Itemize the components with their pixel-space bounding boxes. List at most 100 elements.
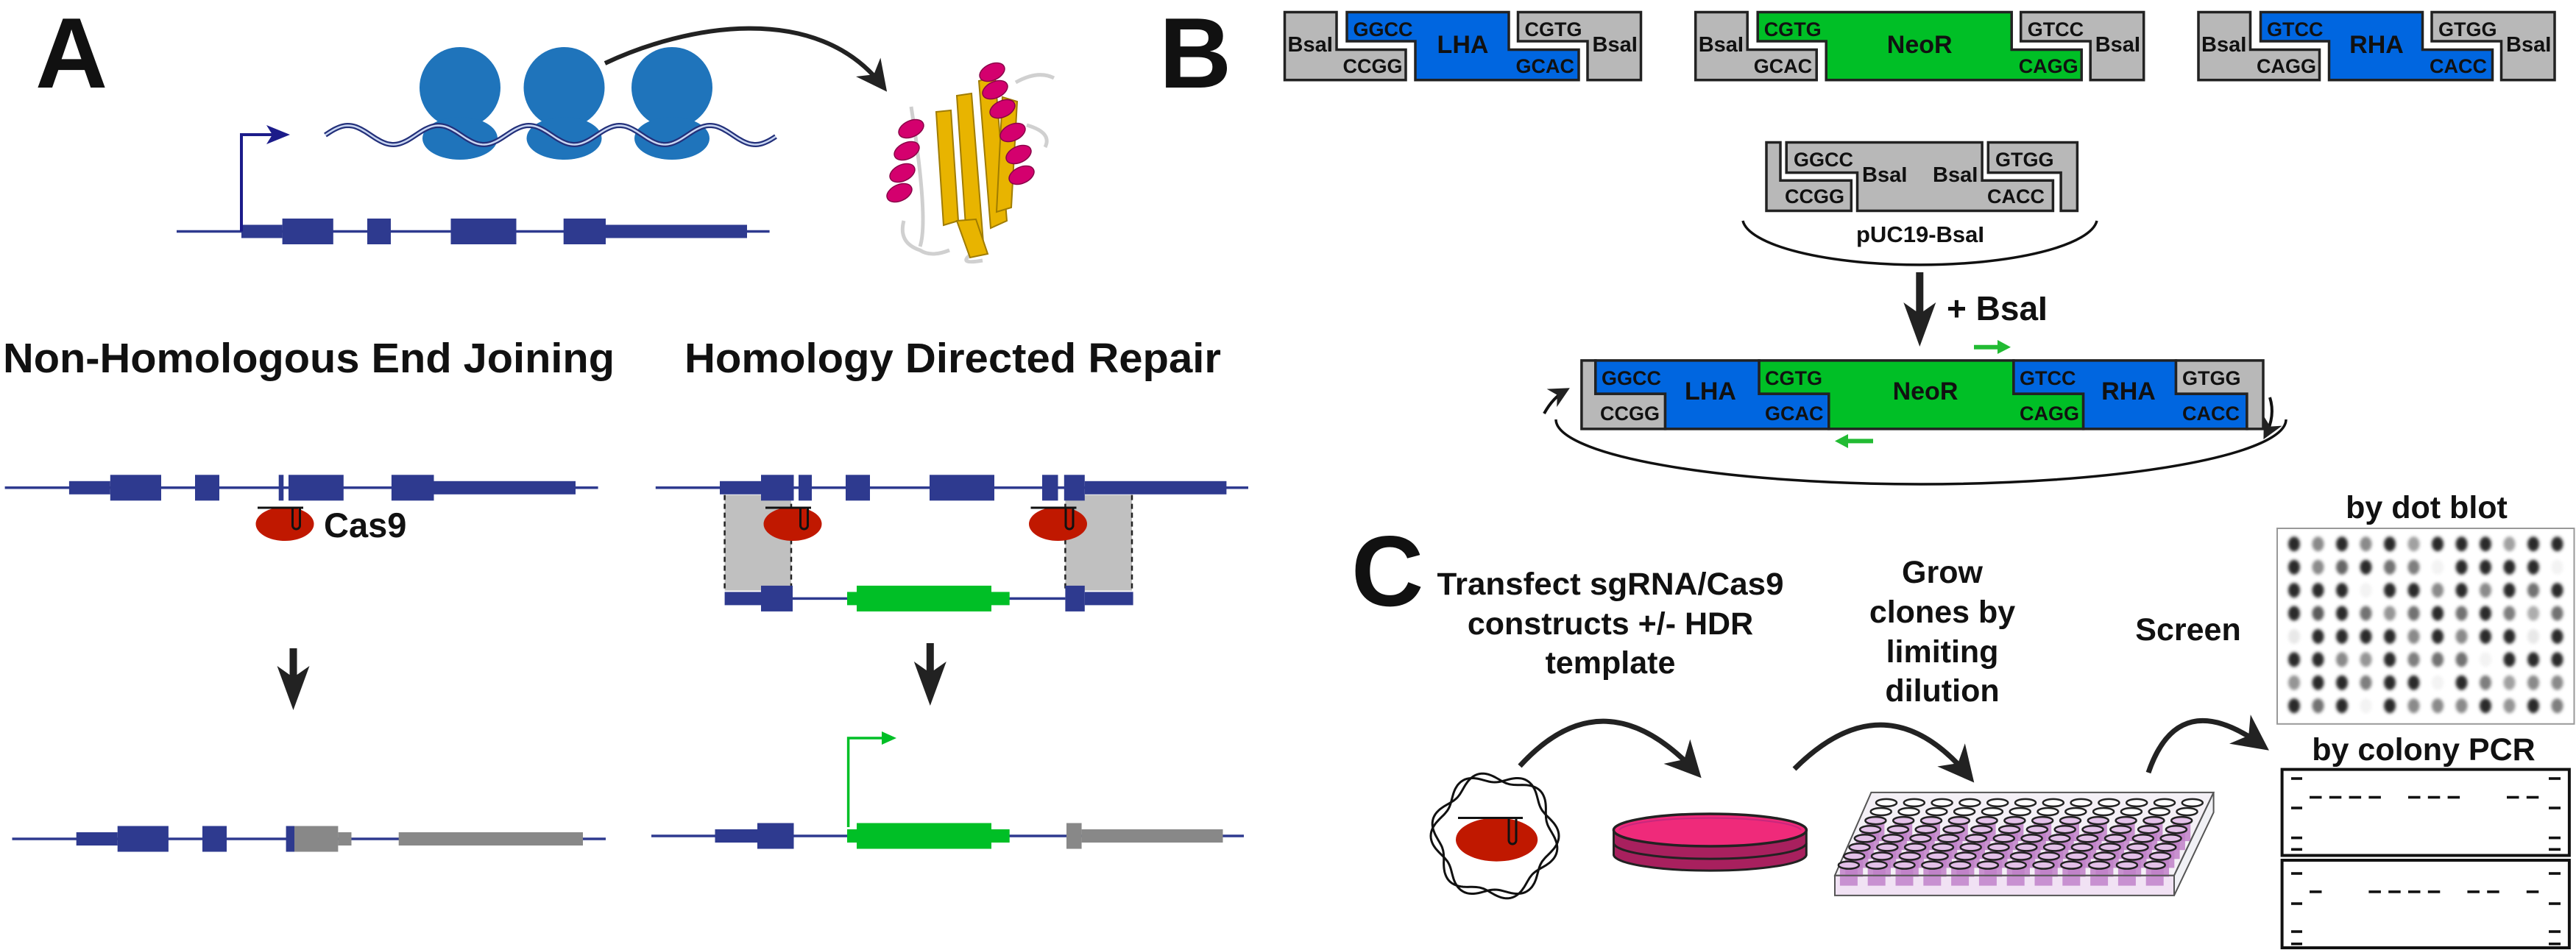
- exon: [195, 475, 219, 501]
- pcr-band: [2467, 890, 2480, 893]
- well: [1903, 798, 1926, 808]
- bsai-site-left-block: [2197, 10, 2321, 82]
- transfect-line-1: Transfect sgRNA/Cas9: [1437, 567, 1784, 602]
- dot: [2336, 628, 2348, 644]
- well: [1987, 843, 2010, 852]
- dot: [2527, 675, 2539, 690]
- dot: [2360, 559, 2372, 575]
- nucleus-icon: [1456, 818, 1538, 862]
- dot: [2312, 583, 2324, 598]
- protein-loop: [1026, 123, 1049, 149]
- backbone-arrow-icon: [1543, 388, 1570, 414]
- well: [1936, 834, 1960, 843]
- dot: [2455, 606, 2468, 621]
- well: [1909, 834, 1932, 843]
- exon: [846, 475, 870, 501]
- promoter-arrowhead-icon: [266, 125, 290, 144]
- well: [2064, 807, 2087, 817]
- well: [2093, 851, 2116, 861]
- dot: [2360, 628, 2372, 644]
- dot: [2288, 536, 2300, 552]
- dot: [2480, 536, 2491, 552]
- well: [2070, 798, 2092, 808]
- dot: [2312, 698, 2324, 714]
- alpha-helix-turn: [982, 79, 1008, 100]
- cas9-complex: [255, 506, 314, 541]
- sgrna-hairpin-icon: [799, 508, 809, 531]
- exon: [450, 219, 517, 244]
- dot: [2432, 559, 2444, 575]
- assembled-construct: [1543, 340, 2287, 486]
- bsai-site-right-label: BsaI: [2506, 33, 2551, 57]
- cell-membrane: [1429, 777, 1560, 895]
- vector-label: pUC19-BsaI: [1856, 221, 1984, 247]
- well: [1848, 843, 1871, 852]
- well: [1931, 843, 1955, 852]
- dot: [2360, 652, 2372, 667]
- ladder-band: [2291, 836, 2302, 840]
- cas9-complex: [763, 506, 822, 541]
- colony-pcr-gel-2: [2280, 859, 2571, 949]
- well: [1998, 824, 2021, 834]
- dot: [2455, 652, 2468, 667]
- translation-arrow-icon: [604, 26, 888, 92]
- ribosome-icon: [523, 47, 605, 160]
- assembly-overhang-bottom: CACC: [2182, 403, 2240, 425]
- grow-arrow-icon: [1792, 722, 1975, 783]
- panel-label-b: B: [1159, 0, 1231, 109]
- well: [1914, 824, 1937, 834]
- ladder-band: [2549, 807, 2561, 809]
- assembly-overhang-bottom: GCAC: [1765, 403, 1824, 425]
- insert-promoter-arrowhead-icon: [882, 731, 896, 745]
- top-right-overhang: CGTG: [1525, 18, 1582, 40]
- bottom-left-overhang: CCGG: [1343, 55, 1403, 77]
- bsai-site-right-block: [2019, 10, 2145, 82]
- assembly-label-neor: NeoR: [1893, 377, 1958, 405]
- well: [2087, 815, 2110, 826]
- dot: [2432, 606, 2444, 621]
- dot: [2527, 698, 2539, 714]
- plate-side: [2173, 792, 2215, 896]
- exon: [1042, 475, 1058, 501]
- top-left-overhang: GGCC: [1354, 18, 1413, 40]
- well: [2098, 843, 2121, 852]
- grow-line-1: Grow: [1902, 555, 1983, 590]
- dot: [2336, 675, 2348, 690]
- fragment-label: LHA: [1437, 31, 1489, 59]
- well: [1992, 834, 2016, 843]
- well: [2120, 851, 2144, 861]
- well: [2103, 834, 2127, 843]
- well: [2048, 834, 2071, 843]
- dot: [2312, 628, 2324, 644]
- vector-bottom-right-overhang: CACC: [1987, 185, 2045, 208]
- well: [2143, 860, 2166, 870]
- dot: [2336, 698, 2348, 714]
- well: [1864, 815, 1887, 826]
- dot: [2455, 698, 2468, 714]
- dot: [2288, 583, 2300, 598]
- exon: [799, 475, 812, 501]
- well: [1921, 860, 1944, 870]
- ladder-band: [2291, 807, 2302, 809]
- utr: [1084, 592, 1133, 606]
- dot: [2384, 536, 2396, 552]
- vector-bsai-site-left: BsaI: [1862, 163, 1907, 187]
- well: [1948, 860, 1972, 870]
- well: [1870, 851, 1894, 861]
- dot: [2455, 675, 2468, 690]
- ladder-band: [2549, 942, 2561, 946]
- well: [2009, 807, 2031, 817]
- pcr-band: [2526, 890, 2539, 893]
- dot: [2360, 698, 2372, 714]
- disrupted-utr: [338, 832, 352, 846]
- exon: [278, 475, 284, 501]
- pcr-band: [2408, 795, 2421, 799]
- disrupted-utr: [398, 832, 583, 846]
- assembly-overhang-top: CGTG: [1765, 367, 1822, 389]
- assembly-right-site: [2174, 359, 2265, 430]
- dot: [2288, 559, 2300, 575]
- screen-arrow-icon: [2145, 715, 2269, 774]
- well: [2037, 807, 2059, 817]
